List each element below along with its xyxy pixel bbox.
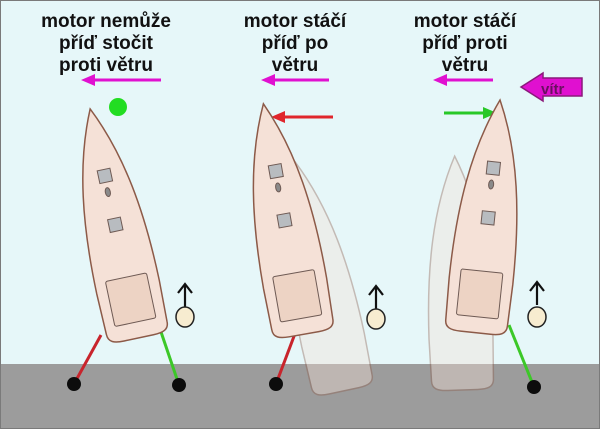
wind-arrow-icon [261,74,329,86]
cleat-icon [67,377,81,391]
caption-line: příď po [261,33,329,54]
wind-label: vítr [541,81,565,98]
mooring-line [72,325,181,386]
caption-line: motor nemůže [41,11,171,32]
engine-up-arrow-icon [527,280,547,328]
wind-label-arrow: vítr [519,71,583,103]
cleat-icon [269,377,283,391]
engine-up-arrow-icon [175,282,195,328]
cleat-icon [172,378,186,392]
boat-icon [58,101,171,346]
wind-arrow-icon [81,74,161,86]
mooring-line [274,330,298,385]
panel-caption: motor stáčí příď po větru [215,11,375,77]
caption-line: příď stočit [59,33,153,54]
wind-arrow-icon [433,74,493,86]
mooring-line [507,324,536,388]
panel-caption: motor nemůže příď stočit proti větru [26,11,186,77]
cleat-icon [527,380,541,394]
panel-caption: motor stáčí příď proti větru [385,11,545,77]
caption-line: motor stáčí [243,11,347,32]
caption-line: motor stáčí [413,11,517,32]
caption-line: větru [271,55,319,76]
turn-arrow-icon [444,107,497,119]
caption-line: proti větru [59,55,153,76]
ground [1,364,599,428]
caption-line: větru [441,55,489,76]
engine-up-arrow-icon [366,284,386,330]
turn-arrow-icon [271,111,333,123]
caption-line: příď proti [422,33,508,54]
green-dot-icon [109,98,127,116]
